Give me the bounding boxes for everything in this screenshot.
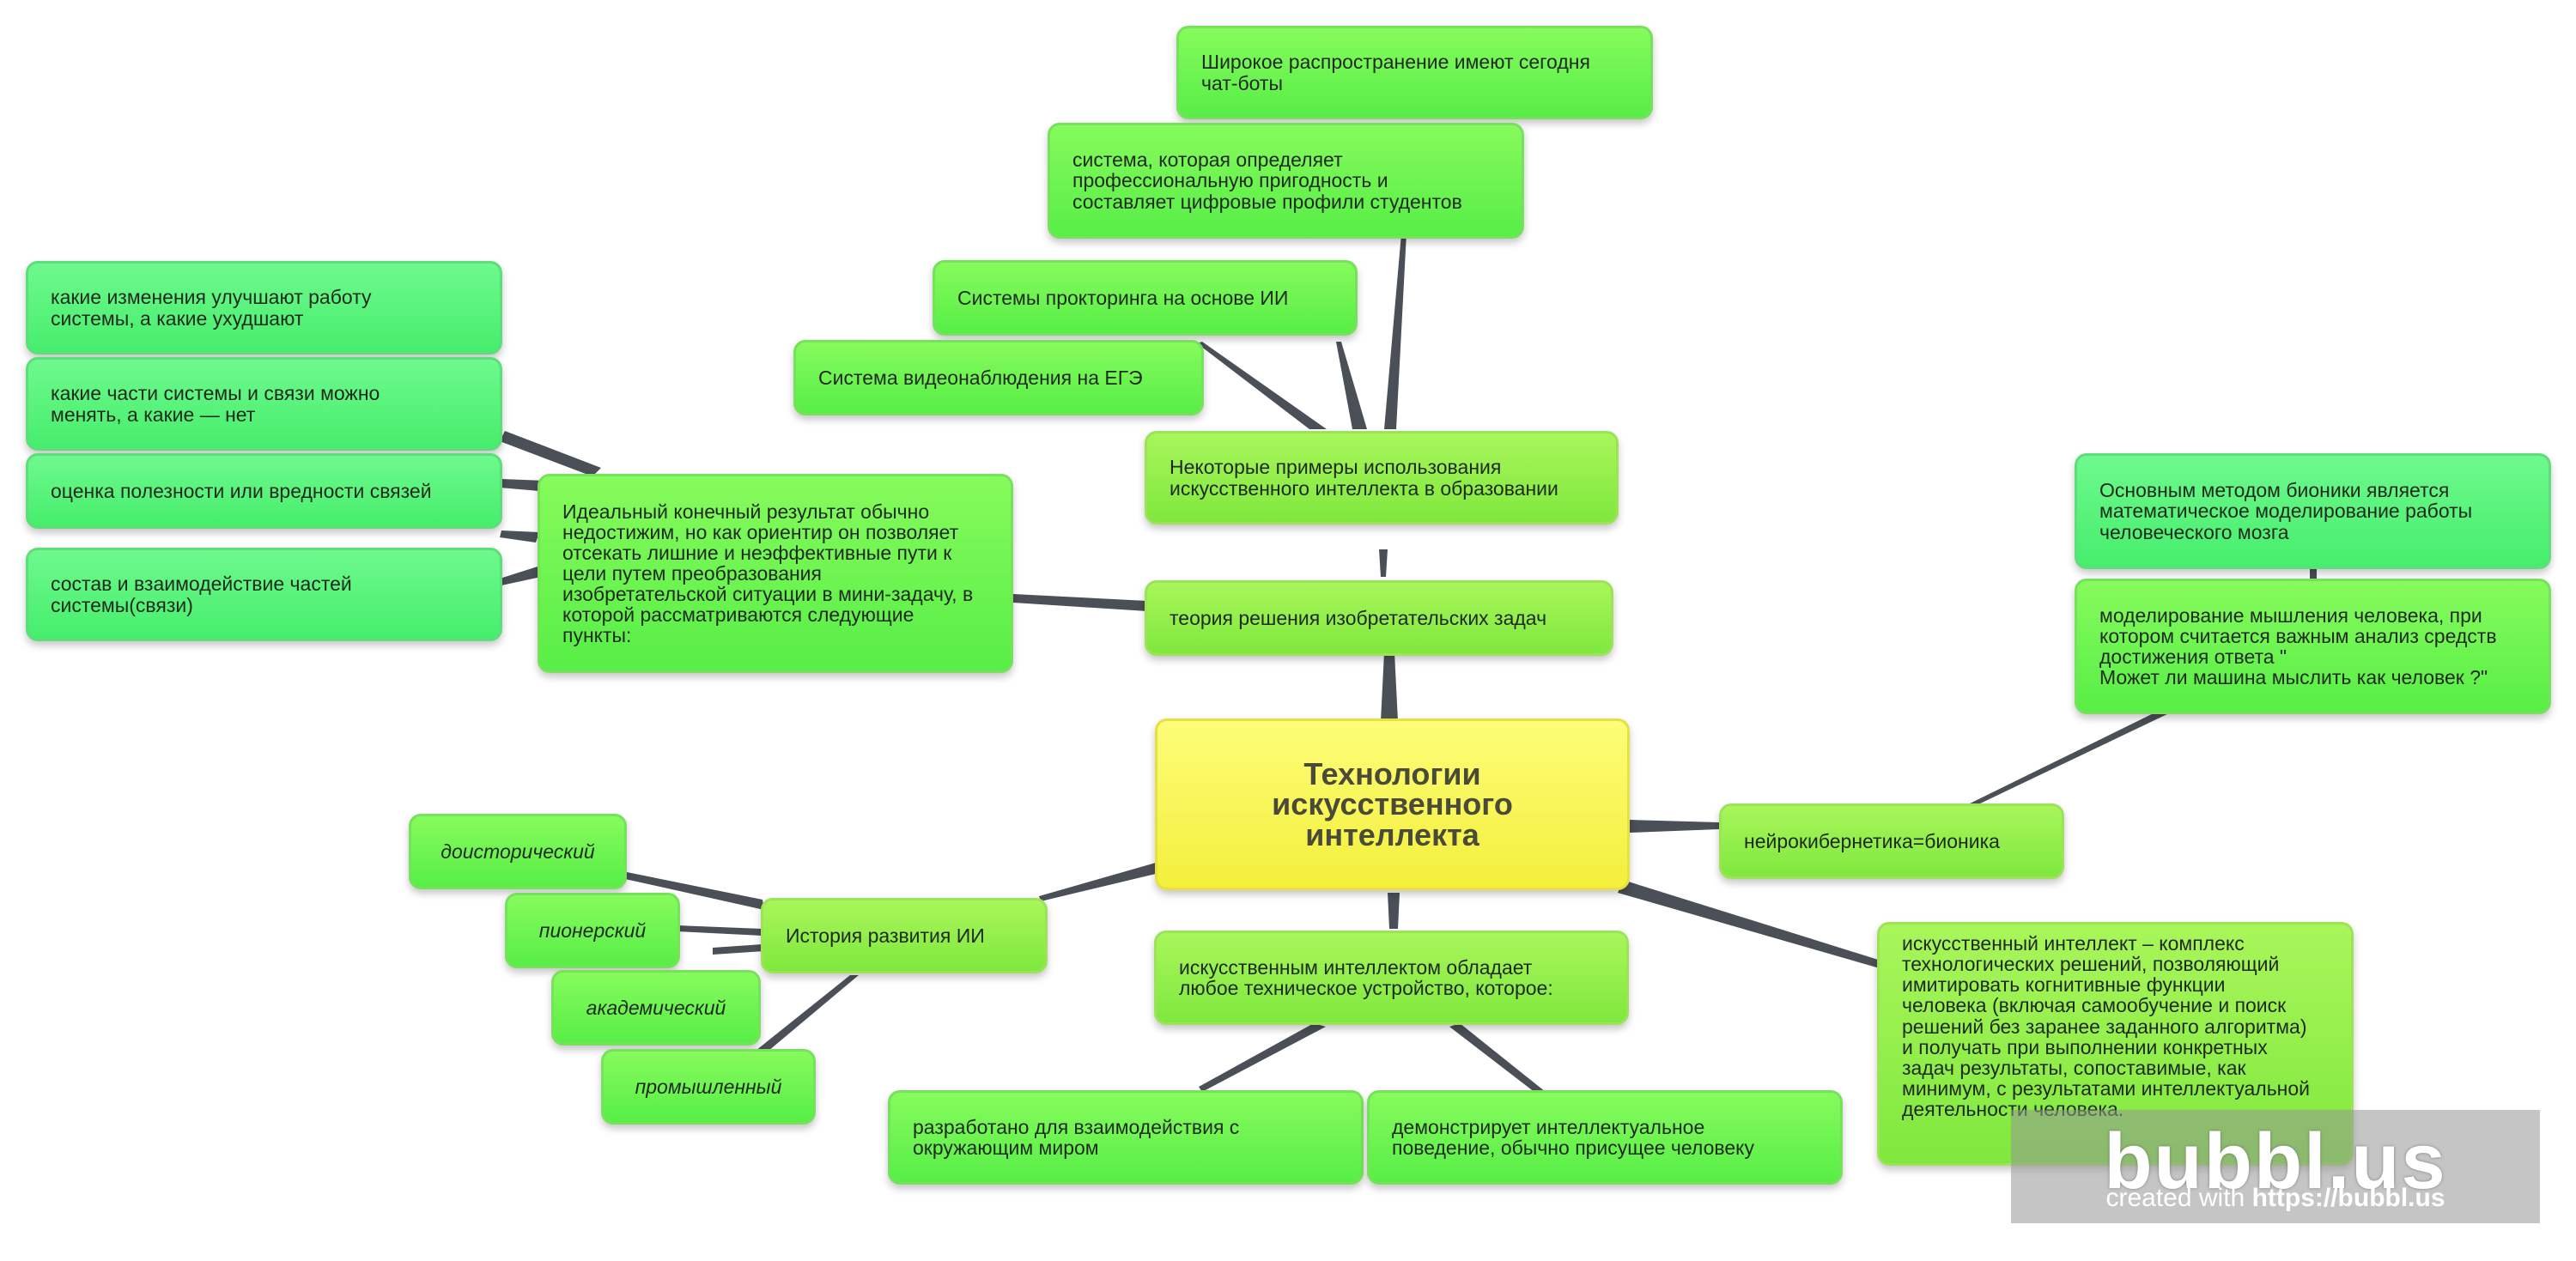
central-topic[interactable]: Технологии искусственного интеллекта bbox=[1155, 718, 1630, 890]
example-chatbots[interactable]: Широкое распространение имеют сегодня ча… bbox=[1176, 26, 1653, 119]
bionics-thinking-modeling[interactable]: моделирование мышления человека, при кот… bbox=[2075, 579, 2551, 714]
watermark-created-with: created with https://bubbl.us bbox=[2011, 1184, 2540, 1213]
bubbl-logo: bubbl.us bbox=[2104, 1118, 2447, 1205]
history-topic[interactable]: История развития ИИ bbox=[761, 898, 1048, 973]
watermark-url: https://bubbl.us bbox=[2251, 1184, 2445, 1212]
device-intelligent-behavior[interactable]: демонстрирует интеллектуальное поведение… bbox=[1367, 1090, 1843, 1185]
history-stage-industrial[interactable]: промышленный bbox=[601, 1049, 816, 1125]
example-profiling-system[interactable]: система, которая определяет профессионал… bbox=[1048, 123, 1524, 239]
triz-ideal-result[interactable]: Идеальный конечный результат обычно недо… bbox=[538, 474, 1013, 673]
examples-topic[interactable]: Некоторые примеры использования искусств… bbox=[1145, 431, 1619, 524]
device-interaction[interactable]: разработано для взаимодействия с окружаю… bbox=[888, 1090, 1364, 1185]
watermark-created-text: created with bbox=[2105, 1184, 2252, 1212]
triz-topic[interactable]: теория решения изобретательских задач bbox=[1145, 580, 1613, 656]
triz-point-changeable-parts[interactable]: какие части системы и связи можно менять… bbox=[26, 357, 502, 451]
device-topic[interactable]: искусственным интеллектом обладает любое… bbox=[1154, 931, 1629, 1025]
example-video-surveillance[interactable]: Система видеонаблюдения на ЕГЭ bbox=[793, 340, 1204, 415]
bionics-topic[interactable]: нейрокибернетика=бионика bbox=[1719, 803, 2064, 879]
bubbl-watermark: bubbl.us created with https://bubbl.us bbox=[2011, 1110, 2540, 1223]
history-stage-pioneer[interactable]: пионерский bbox=[505, 893, 680, 968]
example-proctoring[interactable]: Системы прокторинга на основе ИИ bbox=[933, 260, 1358, 336]
history-stage-academic[interactable]: академический bbox=[551, 970, 761, 1046]
triz-point-composition[interactable]: состав и взаимодействие частей системы(с… bbox=[26, 548, 502, 641]
bionics-main-method[interactable]: Основным методом бионики является матема… bbox=[2075, 453, 2551, 569]
triz-point-improvements[interactable]: какие изменения улучшают работу системы,… bbox=[26, 261, 502, 355]
history-stage-prehistoric[interactable]: доисторический bbox=[409, 814, 627, 889]
triz-point-usefulness[interactable]: оценка полезности или вредности связей bbox=[26, 453, 502, 529]
